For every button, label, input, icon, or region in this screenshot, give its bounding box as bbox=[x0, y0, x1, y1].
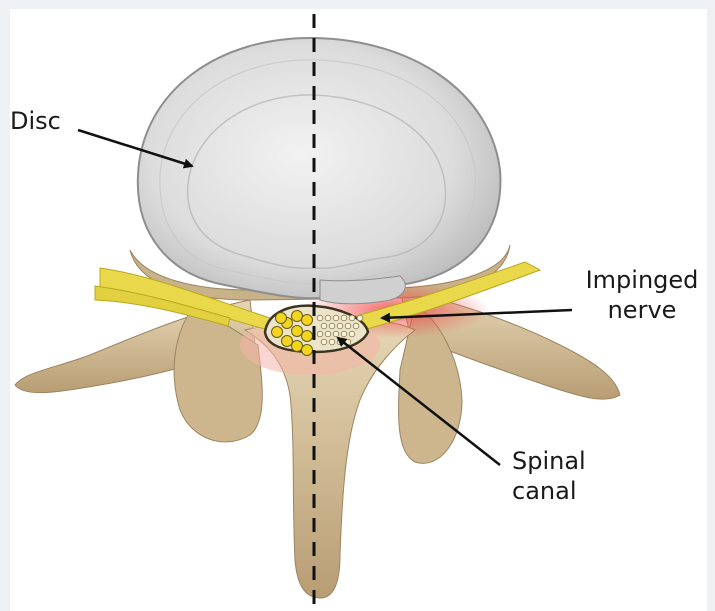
compressed-fiber-dot bbox=[321, 339, 327, 345]
compressed-fiber-dot bbox=[333, 331, 339, 337]
nerve-fiber-dot bbox=[302, 315, 313, 326]
nerve-fiber-dot bbox=[302, 331, 313, 342]
compressed-fiber-dot bbox=[317, 331, 323, 337]
spinal-canal-label-line1: Spinal bbox=[512, 446, 586, 476]
compressed-fiber-dot bbox=[357, 315, 363, 321]
impinged-nerve-label-line1: Impinged bbox=[576, 265, 708, 295]
disc-shape bbox=[138, 38, 501, 298]
impinged-nerve-label: Impinged nerve bbox=[576, 265, 708, 325]
nerve-fiber-dot bbox=[282, 336, 293, 347]
compressed-fiber-dot bbox=[321, 323, 327, 329]
intervertebral-disc bbox=[138, 38, 501, 304]
compressed-fiber-dot bbox=[329, 323, 335, 329]
disc-label: Disc bbox=[10, 106, 61, 136]
compressed-fiber-dot bbox=[341, 315, 347, 321]
nerve-fiber-dot bbox=[276, 313, 287, 324]
nerve-fiber-dot bbox=[292, 311, 303, 322]
compressed-fiber-dot bbox=[325, 331, 331, 337]
nerve-fiber-dot bbox=[292, 341, 303, 352]
compressed-fiber-dot bbox=[337, 323, 343, 329]
compressed-fiber-dot bbox=[333, 315, 339, 321]
compressed-fiber-dot bbox=[329, 339, 335, 345]
impinged-nerve-label-line2: nerve bbox=[576, 295, 708, 325]
nerve-fiber-dot bbox=[272, 327, 283, 338]
compressed-fiber-dot bbox=[341, 331, 347, 337]
nerve-fiber-dot bbox=[302, 345, 313, 356]
compressed-fiber-dot bbox=[325, 315, 331, 321]
disc-herniation-bulge bbox=[320, 276, 405, 304]
compressed-fiber-dot bbox=[349, 315, 355, 321]
compressed-fiber-dot bbox=[349, 331, 355, 337]
compressed-fiber-dot bbox=[345, 323, 351, 329]
nerve-fiber-dot bbox=[292, 326, 303, 337]
spinal-canal-label: Spinal canal bbox=[512, 446, 586, 506]
spinal-canal-label-line2: canal bbox=[512, 476, 586, 506]
compressed-fiber-dot bbox=[353, 323, 359, 329]
compressed-fiber-dot bbox=[317, 315, 323, 321]
